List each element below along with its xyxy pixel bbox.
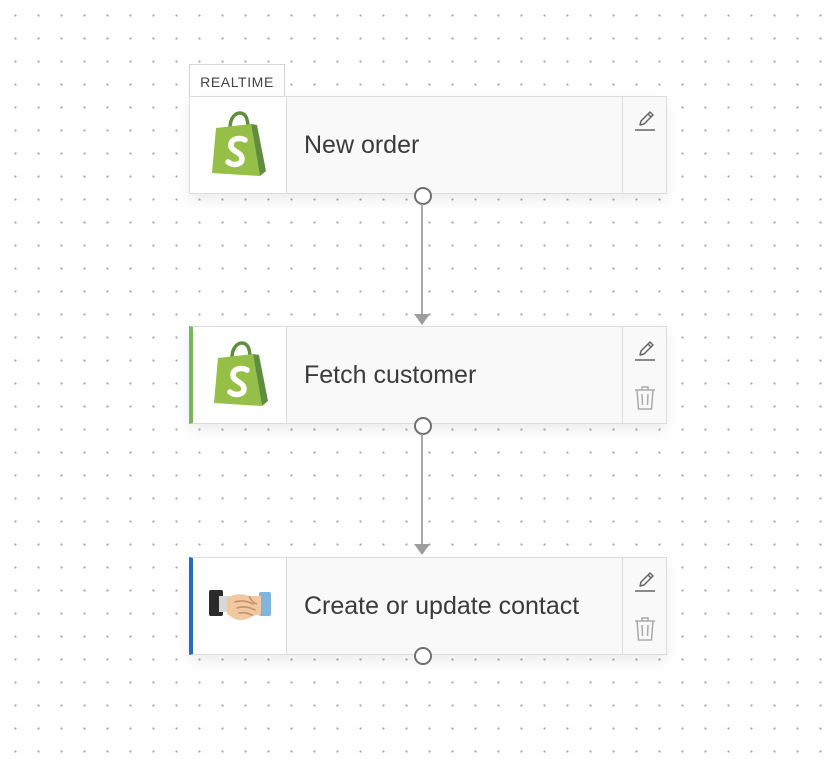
shopify-bag-icon [212,111,266,176]
trigger-output-port[interactable] [414,187,432,205]
step-1-actions [622,327,666,423]
edit-step-1-button[interactable] [632,337,658,363]
connector-arrow-1 [414,314,430,325]
edit-step-2-button[interactable] [632,568,658,594]
pencil-icon [634,111,655,131]
connector-arrow-2 [414,544,430,555]
delete-step-1-button[interactable] [632,385,658,411]
pencil-icon [634,572,655,592]
handshake-icon [208,590,271,621]
step-2-actions [622,558,666,654]
step-1-label: Fetch customer [304,360,477,389]
trigger-node-new-order[interactable]: New order [189,96,667,194]
delete-step-2-button[interactable] [632,616,658,642]
trigger-actions [622,97,666,193]
trigger-icon-cell [190,97,287,193]
pencil-icon [634,341,655,361]
step-2-output-port[interactable] [414,647,432,665]
realtime-badge: REALTIME [189,64,285,96]
step-node-fetch-customer[interactable]: Fetch customer [189,326,667,424]
shopify-bag-icon [213,341,268,406]
step-1-output-port[interactable] [414,417,432,435]
connector-line-1 [421,204,423,314]
step-1-icon-cell [193,327,287,423]
trigger-label: New order [304,130,420,159]
step-2-icon-cell [193,558,287,654]
step-2-label: Create or update contact [304,591,580,620]
step-node-create-or-update-contact[interactable]: Create or update contact [189,557,667,655]
edit-trigger-button[interactable] [632,107,658,133]
connector-line-2 [421,434,423,544]
trash-icon [634,617,655,641]
trash-icon [634,386,655,410]
